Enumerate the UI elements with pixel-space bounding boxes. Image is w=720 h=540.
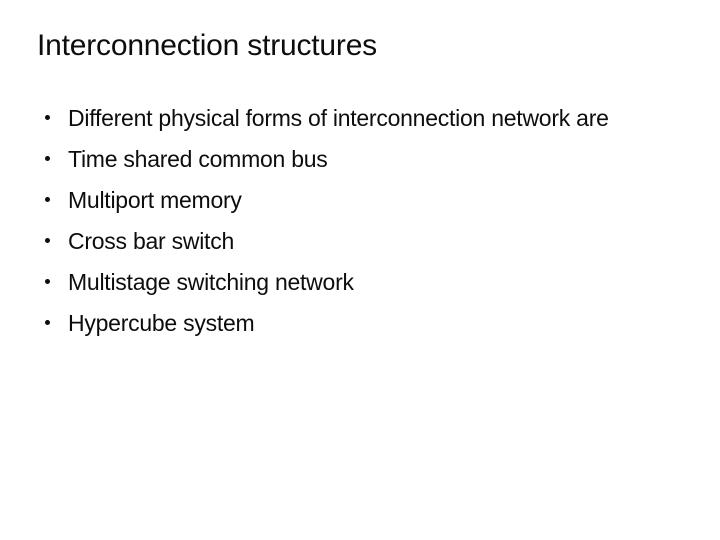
list-item-label: Cross bar switch <box>68 228 234 254</box>
list-item: Cross bar switch <box>40 227 680 256</box>
list-item: Different physical forms of interconnect… <box>40 104 680 133</box>
bullet-dot-icon <box>45 156 50 161</box>
list-item: Multiport memory <box>40 186 680 215</box>
bullet-dot-icon <box>45 197 50 202</box>
list-item: Hypercube system <box>40 309 680 338</box>
list-item-label: Time shared common bus <box>68 146 328 172</box>
bullet-dot-icon <box>45 320 50 325</box>
bullet-dot-icon <box>45 238 50 243</box>
bullet-dot-icon <box>45 115 50 120</box>
bullet-list: Different physical forms of interconnect… <box>40 104 680 338</box>
list-item-label: Multistage switching network <box>68 269 354 295</box>
list-item-label: Hypercube system <box>68 310 255 336</box>
page-title: Interconnection structures <box>37 29 377 62</box>
list-item-label: Different physical forms of interconnect… <box>68 105 609 131</box>
list-item-label: Multiport memory <box>68 187 242 213</box>
bullet-dot-icon <box>45 279 50 284</box>
list-item: Time shared common bus <box>40 145 680 174</box>
list-item: Multistage switching network <box>40 268 680 297</box>
